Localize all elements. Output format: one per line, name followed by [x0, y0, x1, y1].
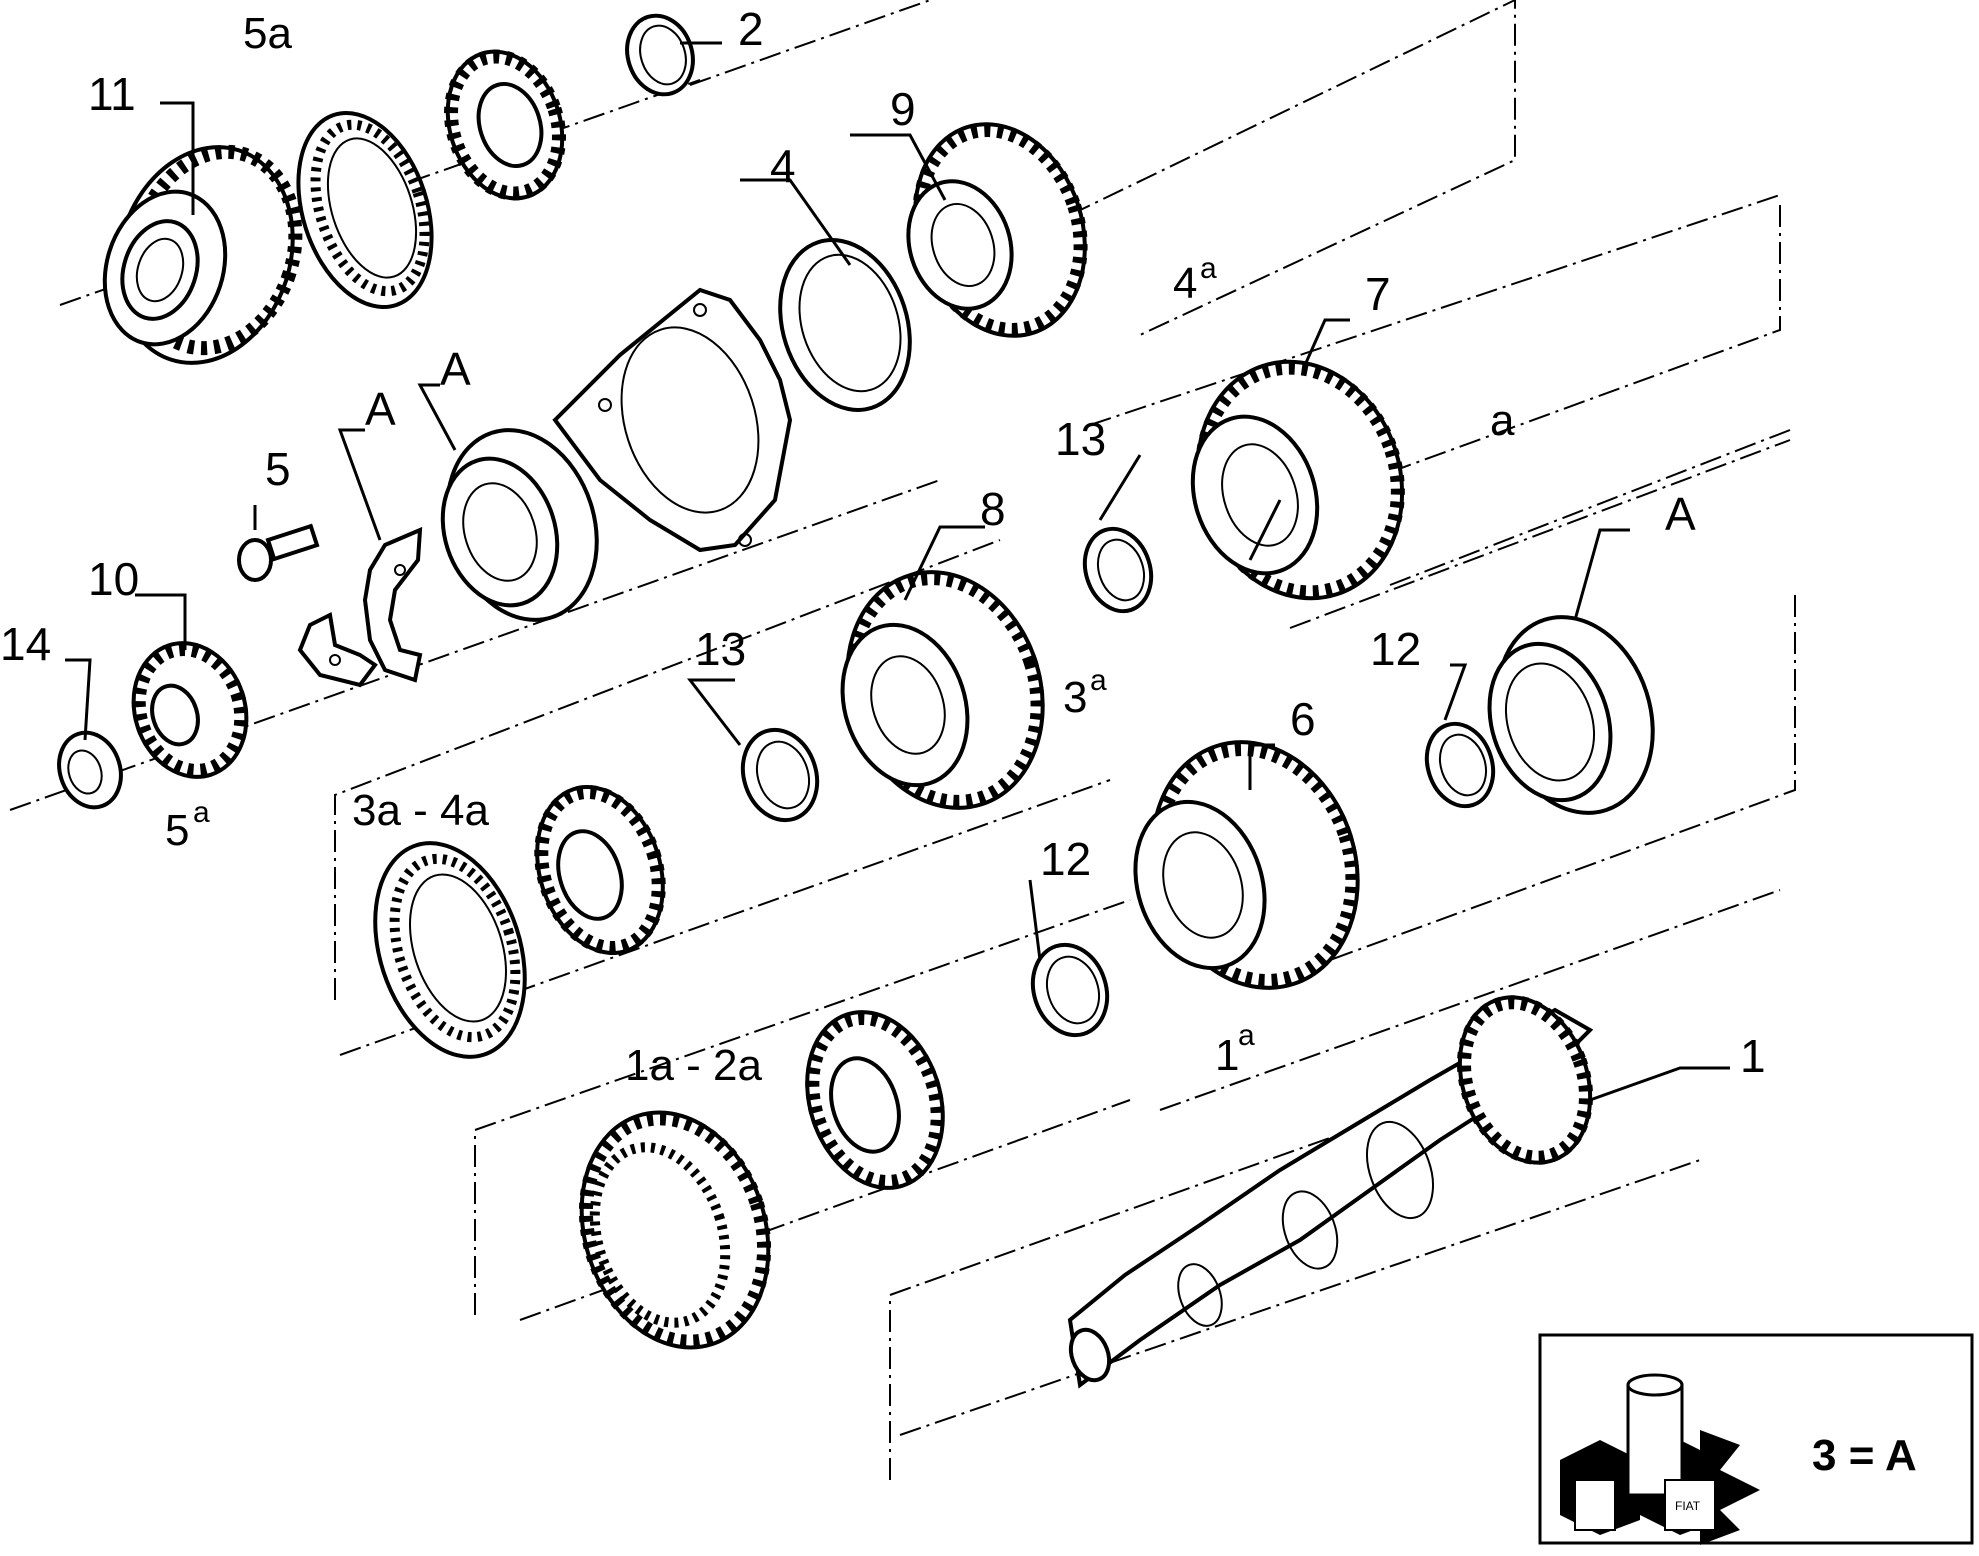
part-a-bracket	[297, 526, 423, 688]
part-13-ring-upper	[1082, 526, 1154, 614]
fiat-logo-text: FIAT	[1675, 1499, 1701, 1513]
callout-13-lower: 13	[695, 623, 746, 675]
label-a-right: a	[1490, 396, 1515, 445]
axis-lines	[9, 0, 1796, 1480]
label-3rd: 3	[1063, 673, 1087, 722]
label-4th: 4	[1173, 259, 1197, 308]
callout-labels: 11 2 9 4 7 13 8 13 A 12 6 12 1 A A 5 10 …	[0, 3, 1766, 1082]
label-3rd-sup: a	[1090, 664, 1107, 697]
part-10-gear	[131, 641, 249, 779]
part-2-snap-ring	[625, 13, 695, 97]
gasket-plate	[552, 287, 793, 553]
callout-10: 10	[88, 553, 139, 605]
part-11-gear	[102, 144, 303, 365]
callout-12-center: 12	[1040, 833, 1091, 885]
fiat-tool-icon: FIAT	[1560, 1373, 1760, 1545]
part-9-gear	[906, 122, 1088, 338]
part-1-shaft	[1067, 995, 1594, 1389]
callout-a-bearing: A	[440, 343, 471, 395]
callout-11: 11	[88, 68, 136, 120]
callout-a-right: A	[1665, 488, 1696, 540]
callout-8: 8	[980, 483, 1006, 535]
sync-3a-4a-sleeve	[373, 841, 527, 1059]
label-sync-3a-4a: 3a - 4a	[352, 786, 490, 835]
callout-1: 1	[1740, 1030, 1766, 1082]
callout-7: 7	[1365, 268, 1391, 320]
part-14-nut	[57, 730, 123, 810]
part-7-gear	[1190, 359, 1405, 601]
part-6-gear	[1133, 740, 1360, 990]
part-8-gear	[840, 570, 1045, 810]
part-5-bolt	[237, 523, 320, 582]
sync-1a-2a-sleeve	[578, 1110, 772, 1350]
part-12-ring-right	[1424, 721, 1496, 809]
part-a-bearing-right	[1487, 615, 1655, 815]
part-12-ring-center	[1030, 942, 1110, 1038]
label-1st: 1	[1215, 1031, 1239, 1080]
sync-1a-2a-hub	[805, 1010, 945, 1190]
part-5a-sleeve	[296, 110, 434, 310]
label-5a-top: 5a	[243, 9, 292, 58]
callout-5: 5	[265, 443, 291, 495]
legend-box: FIAT 3 = A	[1538, 1333, 1974, 1545]
label-4th-sup: a	[1200, 252, 1217, 285]
callout-2: 2	[738, 3, 764, 55]
callout-14: 14	[0, 618, 51, 670]
legend-equation: 3 = A	[1812, 1431, 1917, 1480]
part-5a-hub	[444, 49, 566, 201]
part-4-washer	[778, 238, 912, 412]
part-a-bearing-upper	[440, 428, 599, 622]
callout-9: 9	[890, 83, 916, 135]
label-5th: 5	[165, 806, 189, 855]
label-5th-sup: a	[193, 796, 210, 829]
label-1st-sup: a	[1238, 1019, 1255, 1052]
gear-labels: 5a 4 a a 3 a 5 a 1 a 3a - 4a 1a - 2a	[165, 9, 1515, 1090]
callout-4: 4	[770, 140, 796, 192]
sync-3a-4a-hub	[534, 784, 666, 956]
label-sync-1a-2a: 1a - 2a	[625, 1041, 763, 1090]
callout-12-right: 12	[1370, 623, 1421, 675]
part-13-ring-lower	[740, 727, 820, 823]
leader-lines	[65, 41, 1730, 1102]
callout-13-upper: 13	[1055, 413, 1106, 465]
callout-6: 6	[1290, 693, 1316, 745]
callout-a-bracket: A	[365, 383, 396, 435]
